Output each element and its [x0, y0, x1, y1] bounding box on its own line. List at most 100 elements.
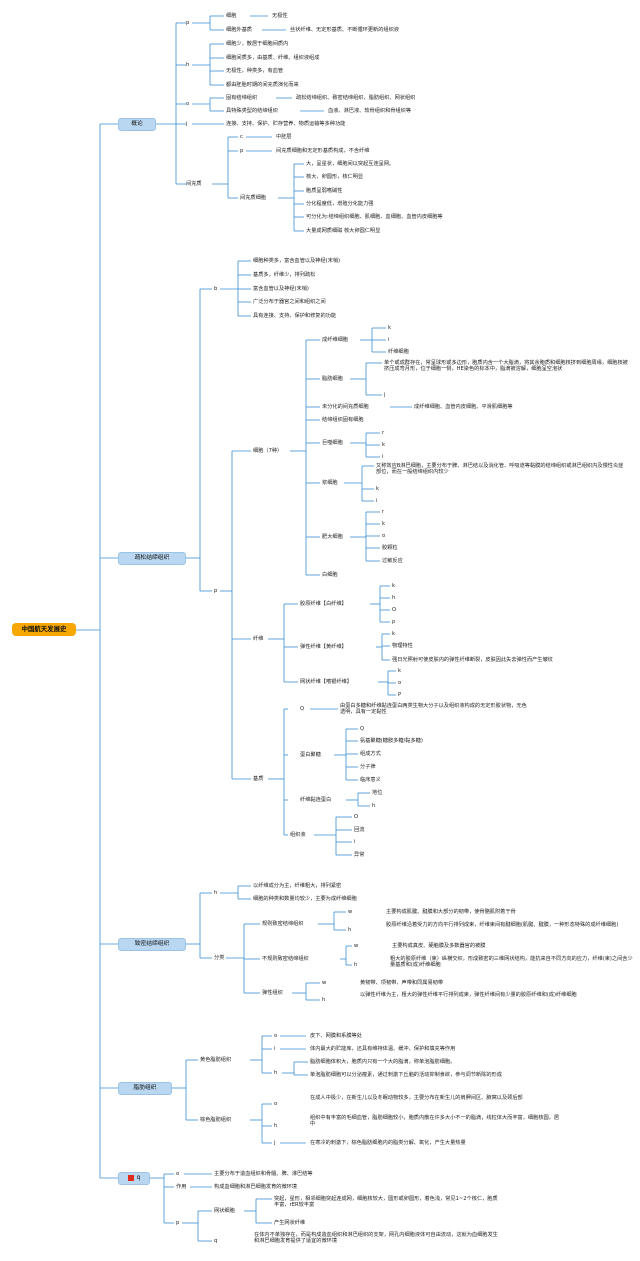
root-node[interactable]: 中国航天发展史: [12, 623, 76, 636]
node: 富含血管以及神经(末梢): [253, 286, 309, 292]
node: 体内最大的贮能库，还具有维持体温、缓冲、保护和填充等作用: [310, 1046, 456, 1052]
node: 纤维细胞: [388, 349, 409, 355]
node: 间充质: [186, 181, 202, 187]
section-loose-connective-tissue[interactable]: 疏松结缔组织: [118, 552, 186, 565]
node: 氨基聚糖(糖胺多糖/黏多糖): [360, 738, 423, 744]
node: 间充质细胞和无定形基质构成，不含纤维: [276, 148, 370, 154]
node: 皮下、网膜和系膜等处: [310, 1033, 362, 1039]
section-reticular-label: q: [136, 1175, 141, 1181]
node: 主要构成肌腱、腱膜和大部分的韧带，使骨骼肌附着于骨: [386, 909, 516, 915]
node: 细胞少，散居于细胞间质内: [226, 41, 289, 47]
branch-label: b: [214, 286, 218, 292]
node: 中胚层: [276, 134, 292, 140]
node: j: [384, 392, 386, 398]
node: 无极性，种类多，有血管: [226, 68, 284, 74]
node: 构成血细胞和淋巴细胞发育的微环境: [214, 1184, 298, 1190]
section-reticular-tissue[interactable]: q: [118, 1172, 150, 1185]
branch-label: h: [186, 62, 190, 68]
node: k: [382, 521, 386, 527]
node: 黄色脂肪组织: [200, 1057, 232, 1063]
node: 组织液: [290, 832, 306, 838]
node: 固有结缔组织: [226, 95, 258, 101]
section-dense-connective-tissue[interactable]: 致密结缔组织: [118, 938, 186, 951]
branch-label: j: [274, 1140, 276, 1146]
node: 细胞的种类和数量均较少，主要为成纤维细胞: [253, 896, 357, 902]
node: 巨噬细胞: [322, 440, 343, 446]
node: 产生网状纤维: [274, 1220, 306, 1226]
node: 突起，星形，相邻细胞突起连成网，细胞核较大，圆形或卵圆形，着色浅，常见1~2个核…: [274, 1196, 498, 1209]
node: O: [392, 607, 397, 613]
node: 无极性: [272, 13, 288, 19]
node: 细胞: [226, 13, 237, 19]
branch-label: p: [176, 1220, 180, 1226]
node: 组织中有丰富的毛细血管，脂肪细胞较小，胞质内散在许多大小不一的脂滴，线粒体大而丰…: [310, 1115, 560, 1128]
node: h: [372, 803, 376, 809]
node: 不规则致密结缔组织: [262, 956, 309, 962]
node: 单个或成群存在，常呈球形或多边形，胞质内含一个大脂滴，将其余胞质和细胞核挤到细胞…: [384, 360, 628, 373]
branch-label: j: [186, 121, 188, 127]
node: k: [392, 631, 396, 637]
node: 成纤维细胞、血管内皮细胞、平滑肌细胞等: [414, 404, 513, 410]
node: r: [382, 509, 385, 515]
node: 网状细胞: [214, 1208, 235, 1214]
branch-label: q: [214, 1238, 218, 1244]
node: 回流: [354, 827, 365, 833]
branch-label: c: [240, 134, 243, 140]
section-overview[interactable]: 概论: [118, 118, 156, 131]
branch-label: o: [186, 101, 190, 107]
node: 胞质呈弱嗜碱性: [306, 188, 343, 194]
node: 连接、支持、保护、贮存营养、物质运输等多种功能: [226, 121, 346, 127]
node: 物理特性: [392, 643, 413, 649]
node: 又称效应B淋巴细胞，主要分布于脾、淋巴结以及消化管、呼吸道等黏膜的结缔组织或淋巴…: [376, 463, 624, 476]
node: 在成人中极少，在新生儿以及冬眠动物较多，主要分布在新生儿的肩胛间区、腋窝以及颈后…: [310, 1095, 523, 1101]
node: i: [382, 454, 384, 460]
node: 异常: [354, 852, 365, 858]
node: 分化程度低，增殖分化能力强: [306, 201, 374, 207]
node: 分子筛: [360, 764, 376, 770]
node: k: [398, 668, 402, 674]
node: 蛋白聚糖: [300, 752, 321, 758]
node: 细胞间质多，由基质、纤维、组织液组成: [226, 55, 320, 61]
node: o: [382, 533, 386, 539]
node: r: [382, 430, 385, 436]
branch-label: h: [214, 890, 218, 896]
node: 作用: [176, 1184, 187, 1190]
node: 临床意义: [360, 777, 381, 783]
node: 规则致密结缔组织: [262, 921, 304, 927]
branch-label: h: [274, 1070, 278, 1076]
node: Q: [360, 726, 365, 732]
node: 血液、淋巴液、软骨组织和骨组织等: [328, 108, 412, 114]
node: 在体内不单独存在，而是构成造血组织和淋巴组织的支架，网孔内细胞液体可自由流动，这…: [254, 1232, 498, 1245]
branch-label: h: [274, 1123, 278, 1129]
node: 广泛分布于器官之间和组织之间: [253, 299, 326, 305]
node: 以弹性纤维为主，粗大的弹性纤维平行排列成束，弹性纤维间有少量的胶原纤维和(成)纤…: [360, 992, 577, 998]
branch-label: i: [274, 1046, 276, 1052]
node: 疏松结缔组织、致密结缔组织、脂肪组织、网状组织: [296, 95, 416, 101]
branch-label: h: [348, 927, 352, 933]
node: 地位: [372, 790, 383, 796]
node: 基质: [253, 776, 264, 782]
node: k: [382, 442, 386, 448]
node: k: [376, 486, 380, 492]
node: 具特殊类型的结缔组织: [226, 108, 278, 114]
node: k: [388, 325, 392, 331]
node: 间充质细胞: [240, 195, 266, 201]
node: h: [392, 595, 396, 601]
node: 组成方式: [360, 751, 381, 757]
node: o: [398, 680, 402, 686]
node: 大量成网质细磁 核大卵圆仁明显: [306, 228, 381, 234]
section-adipose-tissue[interactable]: 脂肪组织: [118, 1082, 172, 1095]
node: p: [392, 619, 396, 625]
node: 黄韧带、项韧带、声带和同属易韧带: [360, 980, 444, 986]
branch-label: w: [354, 943, 359, 949]
node: 具有连接、支持、保护和修复的功能: [253, 313, 337, 319]
node: 大，呈星状，细胞间以突起互连呈网。: [306, 161, 395, 167]
node: 未分化的间充质细胞: [322, 404, 369, 410]
node: 胶原纤维【白纤维】: [300, 601, 347, 607]
branch-label: o: [274, 1033, 278, 1039]
node: 浆细胞: [322, 480, 338, 486]
node: 丝状纤维、无定形基质、不断循环更新的组织液: [290, 27, 399, 33]
node: i: [388, 337, 390, 343]
node: 成纤维细胞: [322, 337, 348, 343]
